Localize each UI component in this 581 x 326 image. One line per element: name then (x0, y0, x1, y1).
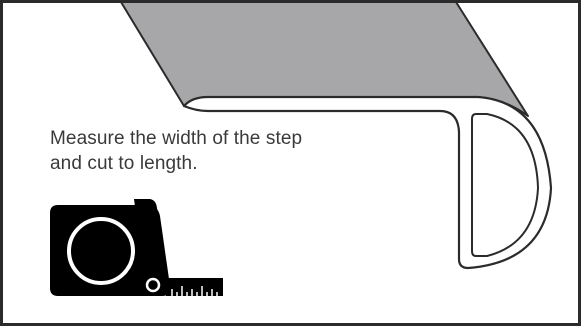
instruction-line-1: Measure the width of the step (50, 128, 303, 149)
instruction-line-2: and cut to length. (50, 153, 198, 174)
tape-measure-icon (50, 199, 223, 296)
instruction-text: Measure the width of the step and cut to… (50, 126, 410, 176)
nosing-profile-inner (471, 113, 540, 257)
nosing-profile-outer (182, 95, 553, 270)
